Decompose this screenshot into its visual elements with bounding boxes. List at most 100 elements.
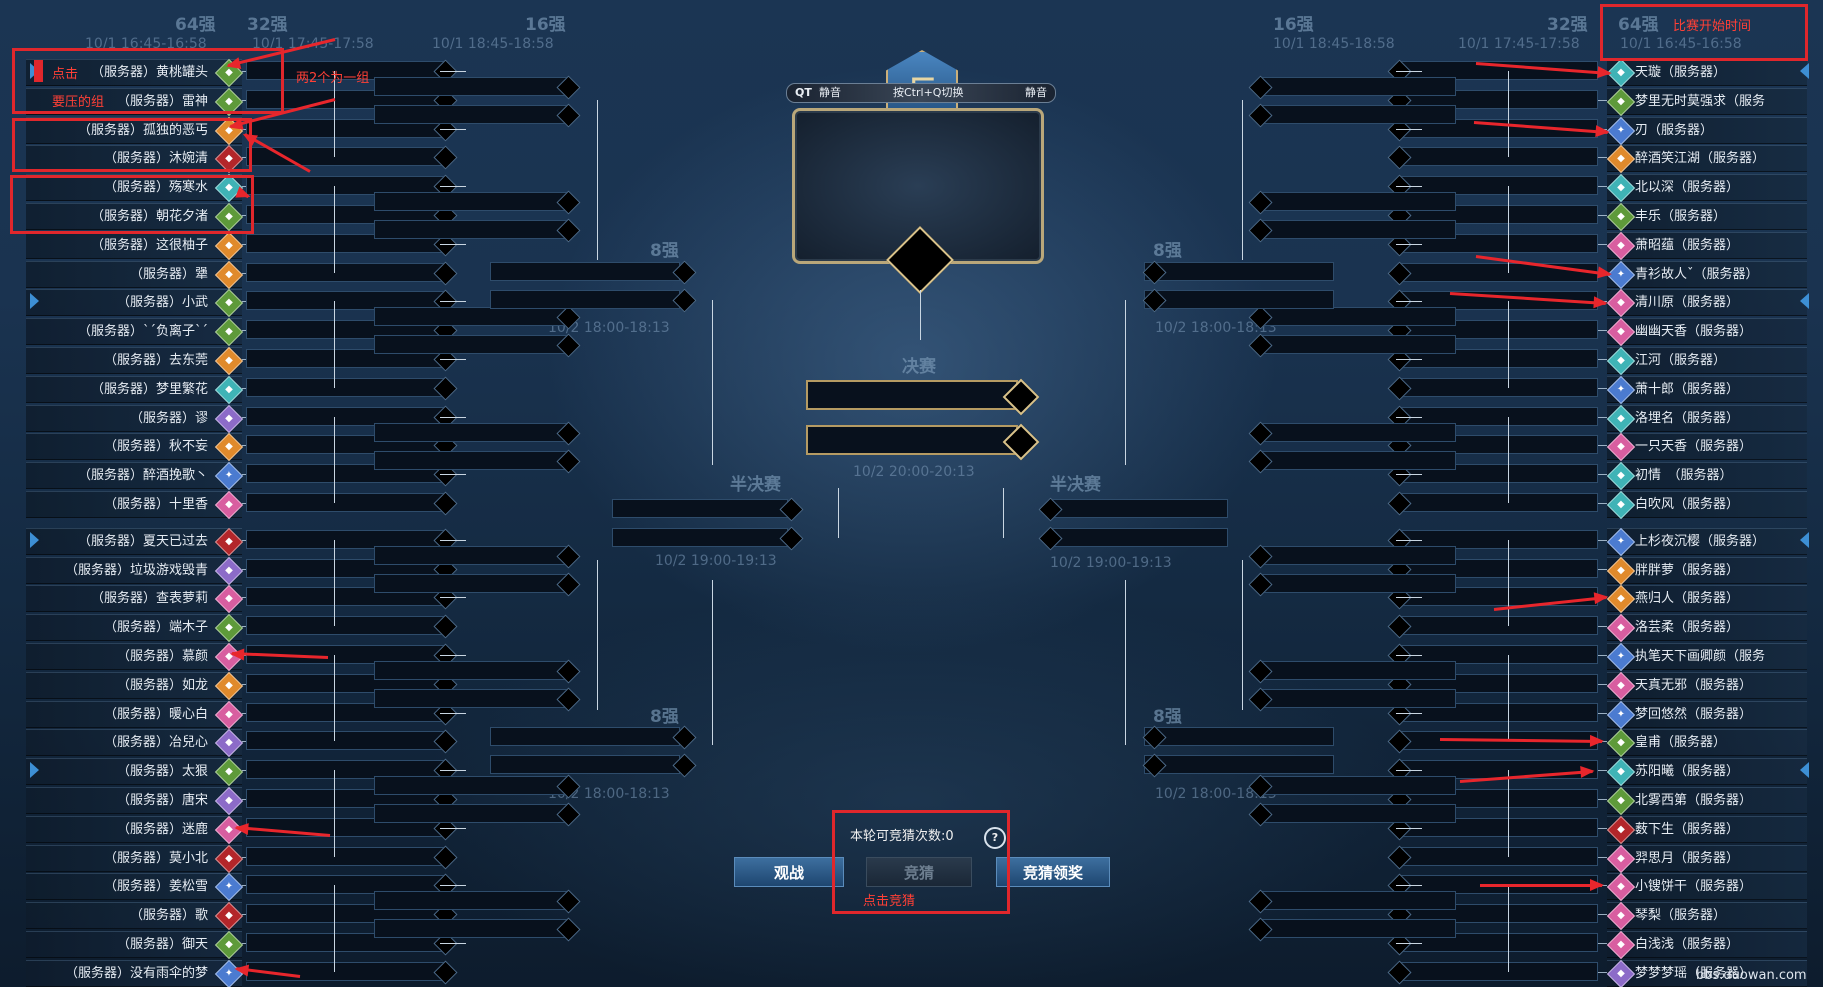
player-row-left[interactable]: （服务器）垃圾游戏毁青◆ — [26, 556, 244, 586]
player-name: （服务器）秋不妄 — [103, 439, 208, 454]
player-row-right[interactable]: 青衫故人ˇ（服务器）✦ — [1606, 260, 1807, 290]
bracket-connector — [1508, 540, 1509, 626]
player-row-left[interactable]: （服务器）犟◆ — [26, 260, 244, 290]
player-row-left[interactable]: （服务器）端木子◆ — [26, 613, 244, 643]
bracket-connector — [1508, 301, 1509, 388]
help-icon[interactable]: ? — [984, 827, 1006, 849]
time-8-right-bottom: 10/2 18:00-18:13 — [1155, 786, 1277, 802]
player-row-right[interactable]: 醉酒笑江湖（服务器）◆ — [1606, 144, 1807, 174]
player-name: 梦回悠然（服务器） — [1635, 707, 1753, 722]
player-row-right[interactable]: 北以深（服务器）◆ — [1606, 173, 1807, 203]
round16-slot — [1260, 891, 1456, 910]
player-row-left[interactable]: （服务器）十里香◆ — [26, 490, 244, 520]
player-row-right[interactable]: 梦里无时莫强求（服务◆ — [1606, 87, 1807, 117]
player-row-left[interactable]: （服务器）慕颜◆ — [26, 642, 244, 672]
player-name: 清川原（服务器） — [1635, 295, 1740, 310]
player-row-left[interactable]: （服务器）`´负离子`´◆ — [26, 317, 244, 347]
player-row-right[interactable]: 小锼饼干（服务器）◆ — [1606, 872, 1807, 902]
bracket-connector — [1396, 540, 1422, 541]
round-16-label-left: 16强 — [525, 15, 566, 35]
player-row-right[interactable]: 幽幽天香（服务器）◆ — [1606, 317, 1807, 347]
round32-slot — [246, 847, 446, 866]
player-row-left[interactable]: （服务器）去东莞◆ — [26, 346, 244, 376]
player-row-right[interactable]: 胖胖萝（服务器）◆ — [1606, 556, 1807, 586]
player-name: （服务器）慕颜 — [116, 649, 208, 664]
player-row-left[interactable]: （服务器）冶兒心◆ — [26, 728, 244, 758]
player-name: （服务器）唐宋 — [116, 793, 208, 808]
guess-reward-button[interactable]: 竞猜领奖 — [996, 857, 1110, 887]
player-row-left[interactable]: （服务器）唐宋◆ — [26, 786, 244, 816]
player-row-left[interactable]: （服务器）夏天已过去◆ — [26, 527, 244, 557]
bracket-connector — [440, 186, 466, 187]
round8-slot — [1144, 727, 1334, 746]
player-row-left[interactable]: （服务器）御天◆ — [26, 930, 244, 960]
player-name: 萧昭蕴（服务器） — [1635, 238, 1740, 253]
player-row-left[interactable]: （服务器）查表萝莉◆ — [26, 584, 244, 614]
player-row-left[interactable]: （服务器）暖心白◆ — [26, 700, 244, 730]
player-row-right[interactable]: 苏阳曦（服务器）◆ — [1606, 757, 1807, 787]
player-row-right[interactable]: 萧昭蕴（服务器）◆ — [1606, 231, 1807, 261]
player-row-right[interactable]: 天璇（服务器）◆ — [1606, 58, 1807, 88]
player-row-left[interactable]: （服务器）这很柚子◆ — [26, 231, 244, 261]
player-row-left[interactable]: （服务器）谬◆ — [26, 404, 244, 434]
player-row-right[interactable]: 萧十郎（服务器）✦ — [1606, 375, 1807, 405]
player-row-right[interactable]: 琴梨（服务器）◆ — [1606, 901, 1807, 931]
player-name: 白浅浅（服务器） — [1635, 937, 1740, 952]
player-row-right[interactable]: 一只天香（服务器）◆ — [1606, 432, 1807, 462]
player-row-right[interactable]: 梦梦梦瑶（服务器）◆ — [1606, 959, 1807, 987]
mute-toggle-right[interactable]: 静音 — [1025, 86, 1047, 99]
player-row-left[interactable]: （服务器）秋不妄◆ — [26, 432, 244, 462]
player-row-left[interactable]: （服务器）太狠◆ — [26, 757, 244, 787]
player-row-right[interactable]: 上杉夜沉樱（服务器）✦ — [1606, 527, 1807, 557]
round16-slot — [1260, 192, 1456, 211]
player-row-left[interactable]: （服务器）雷神◆ — [26, 87, 244, 117]
player-row-right[interactable]: 羿思月（服务器）◆ — [1606, 844, 1807, 874]
player-row-left[interactable]: （服务器）姜松雪✦ — [26, 872, 244, 902]
player-row-right[interactable]: 初情 （服务器）◆ — [1606, 461, 1807, 491]
sect-icon: ◆ — [1606, 490, 1636, 520]
player-row-right[interactable]: 北雾西第（服务器）◆ — [1606, 786, 1807, 816]
player-row-left[interactable]: （服务器）沐婉清◆ — [26, 144, 244, 174]
player-row-left[interactable]: （服务器）梦里繁花◆ — [26, 375, 244, 405]
player-row-left[interactable]: （服务器）小武◆ — [26, 288, 244, 318]
player-row-right[interactable]: 江河（服务器）◆ — [1606, 346, 1807, 376]
player-row-left[interactable]: （服务器）醉酒挽歌丶✦ — [26, 461, 244, 491]
player-row-left[interactable]: （服务器）没有雨伞的梦✦ — [26, 959, 244, 987]
player-row-right[interactable]: 燕归人（服务器）◆ — [1606, 584, 1807, 614]
player-row-left[interactable]: （服务器）孤独的恶丐◆ — [26, 116, 244, 146]
bracket-connector — [334, 301, 335, 388]
player-row-left[interactable]: （服务器）如龙◆ — [26, 671, 244, 701]
player-row-left[interactable]: （服务器）歌◆ — [26, 901, 244, 931]
player-name: （服务器）端木子 — [103, 620, 208, 635]
guess-button[interactable]: 竞猜 — [866, 857, 972, 887]
sect-icon: ◆ — [1606, 202, 1636, 232]
watch-button[interactable]: 观战 — [734, 857, 844, 887]
player-row-right[interactable]: 刃（服务器）✦ — [1606, 116, 1807, 146]
player-row-right[interactable]: 洛芸柔（服务器）◆ — [1606, 613, 1807, 643]
semi-right-slot-2 — [1050, 528, 1228, 547]
mute-toggle-left[interactable]: 静音 — [819, 86, 841, 99]
bracket-connector — [1508, 71, 1509, 157]
player-row-right[interactable]: 白吹风（服务器）◆ — [1606, 490, 1807, 520]
watermark: bbs.duowan.com — [1696, 968, 1807, 983]
player-row-right[interactable]: 白浅浅（服务器）◆ — [1606, 930, 1807, 960]
player-row-left[interactable]: （服务器）迷鹿◆ — [26, 815, 244, 845]
player-row-right[interactable]: 洛埋名（服务器）◆ — [1606, 404, 1807, 434]
bracket-connector — [1396, 828, 1422, 829]
player-row-left[interactable]: （服务器）莫小北◆ — [26, 844, 244, 874]
player-row-right[interactable]: 薮下生（服务器）◆ — [1606, 815, 1807, 845]
group-marker-left — [30, 293, 39, 309]
round32-slot — [1398, 147, 1598, 166]
player-row-left[interactable]: （服务器）殇寒水◆ — [26, 173, 244, 203]
player-row-right[interactable]: 天真无邪（服务器）◆ — [1606, 671, 1807, 701]
player-row-right[interactable]: 丰乐（服务器）◆ — [1606, 202, 1807, 232]
player-row-right[interactable]: 执笔天下画卿颜（服务✦ — [1606, 642, 1807, 672]
player-row-left[interactable]: （服务器）朝花夕渚◆ — [26, 202, 244, 232]
player-row-right[interactable]: 梦回悠然（服务器）✦ — [1606, 700, 1807, 730]
player-row-right[interactable]: 皇甫（服务器）◆ — [1606, 728, 1807, 758]
round32-slot — [246, 616, 446, 635]
time-16-left: 10/1 18:45-18:58 — [432, 36, 554, 52]
player-row-left[interactable]: （服务器）黄桃罐头◆ — [26, 58, 244, 88]
player-row-right[interactable]: 清川原（服务器）◆ — [1606, 288, 1807, 318]
bracket-connector — [1508, 885, 1509, 972]
